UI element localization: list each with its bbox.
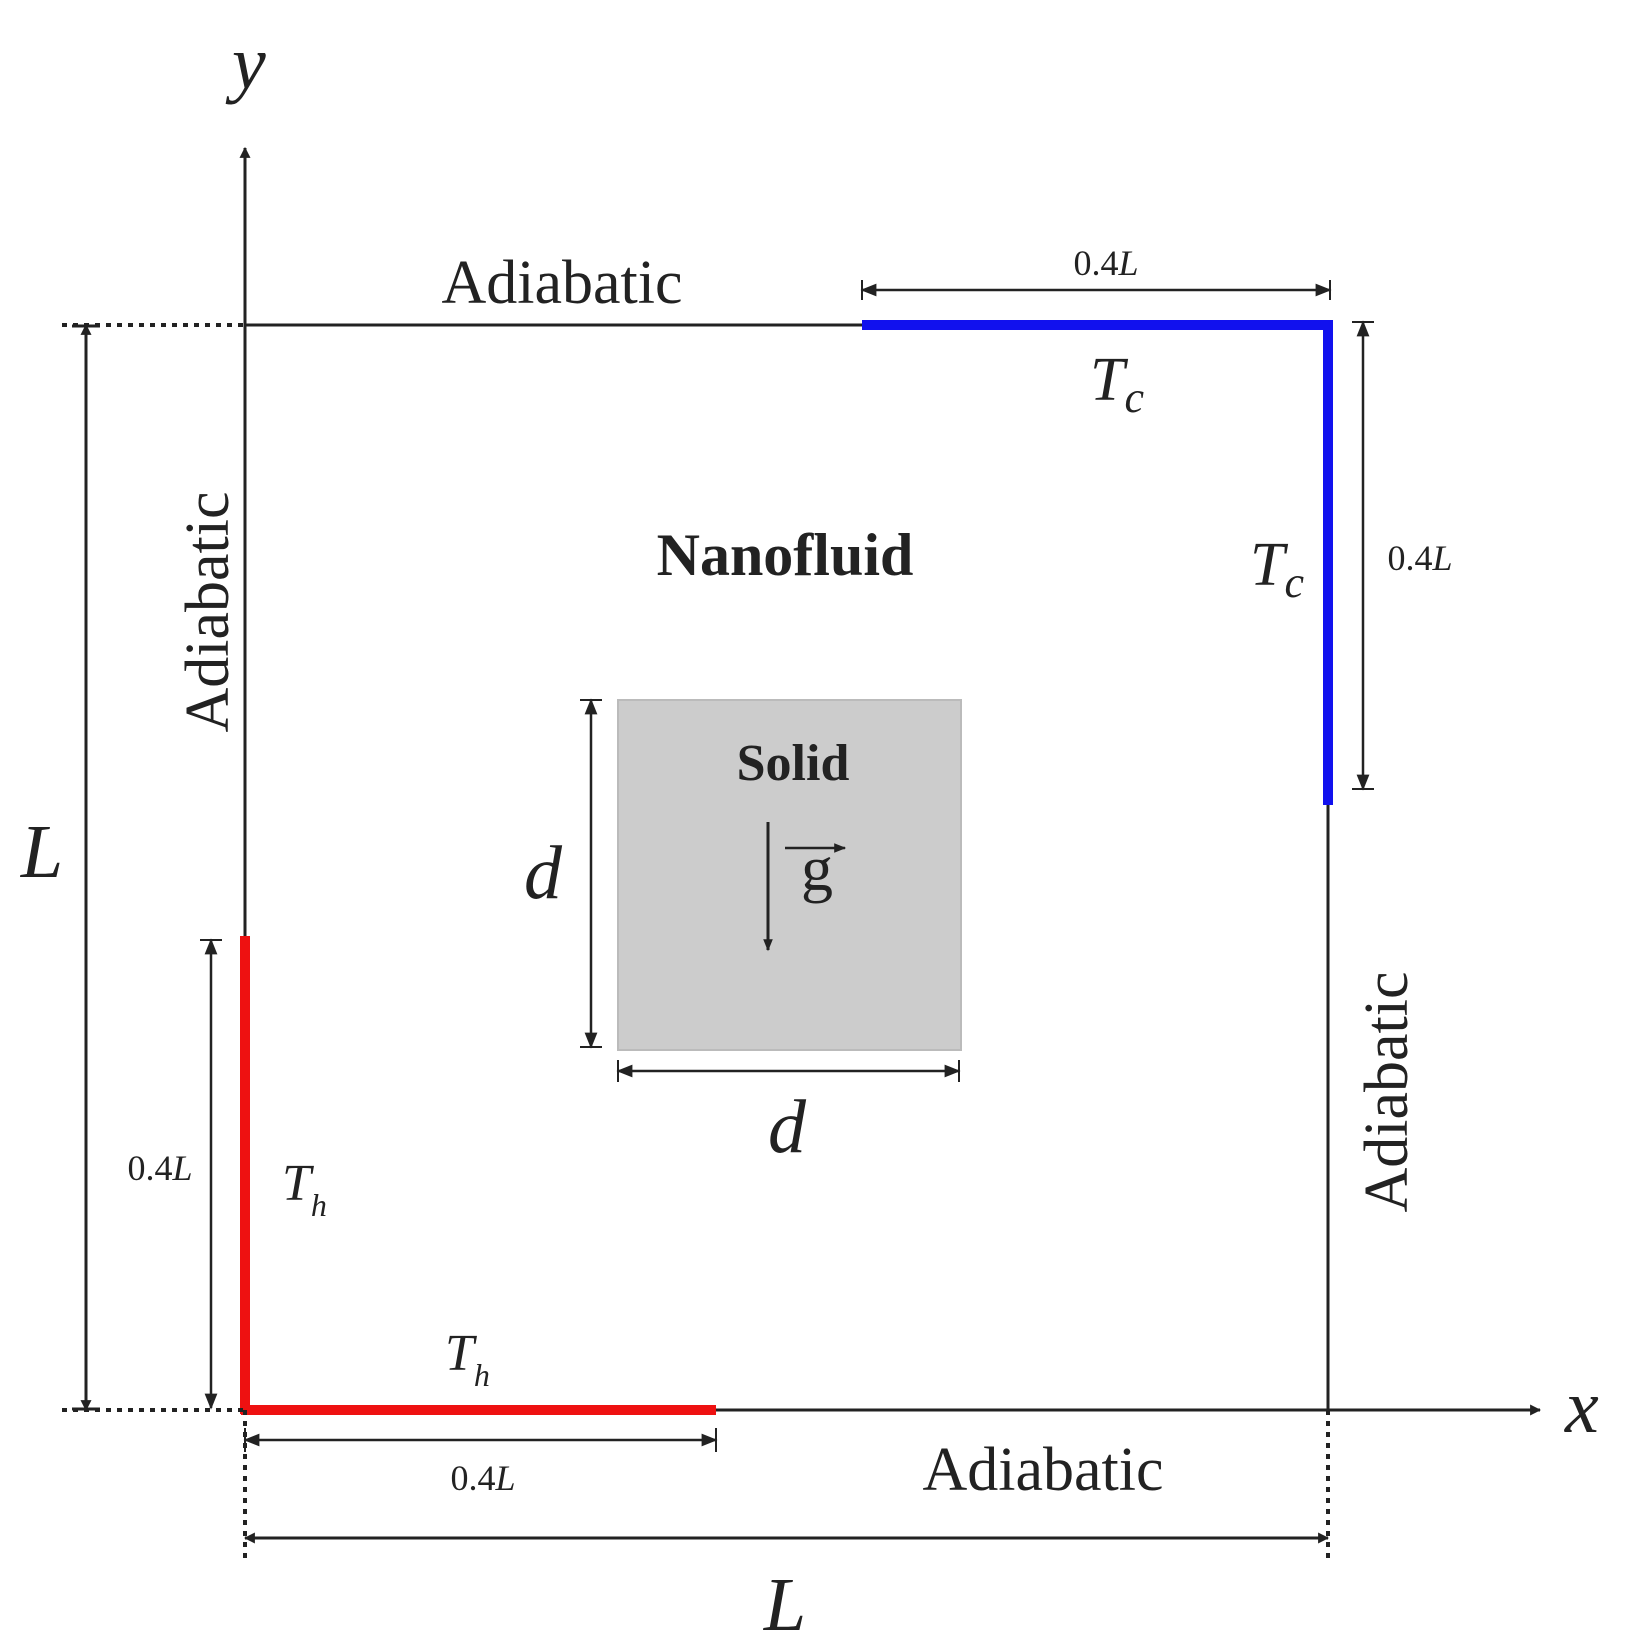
dim-cavity-width-label: L (763, 1563, 806, 1647)
dim-solid-width-label: d (768, 1085, 807, 1169)
right-boundary-label: Adiabatic (1353, 971, 1421, 1212)
hot-bottom-temp-label: Th (445, 1325, 490, 1393)
cold-top-temp-label: Tc (1090, 346, 1144, 422)
dim-cavity-height-label: L (20, 810, 63, 894)
nanofluid-label: Nanofluid (657, 522, 914, 588)
hot-left-temp-label: Th (282, 1155, 327, 1223)
dim-solid-width: d (616, 1060, 961, 1169)
dim-solid-height: d (524, 698, 602, 1049)
dim-hot-left-label: 0.4L (127, 1148, 192, 1188)
x-axis-label: x (1564, 1365, 1599, 1449)
solid-block: Solid g (617, 699, 962, 1051)
left-boundary-label: Adiabatic (174, 491, 242, 732)
dim-cold-top: 0.4L (860, 243, 1332, 300)
dim-solid-height-label: d (524, 831, 563, 915)
bottom-boundary-label: Adiabatic (922, 1436, 1163, 1504)
dim-cold-right: 0.4L (1352, 320, 1453, 791)
top-boundary-label: Adiabatic (441, 249, 682, 317)
solid-label: Solid (737, 735, 850, 792)
solid-square (617, 699, 962, 1051)
dim-cavity-height: L (20, 323, 245, 1412)
dim-cold-top-label: 0.4L (1073, 243, 1138, 283)
cavity-walls (240, 320, 1333, 1415)
cold-right-temp-label: Tc (1250, 531, 1304, 607)
dim-cold-right-label: 0.4L (1387, 538, 1452, 578)
gravity-symbol: g (801, 833, 833, 904)
dim-cavity-width: L (243, 1410, 1330, 1647)
dim-hot-bottom-label: 0.4L (450, 1458, 515, 1498)
dim-hot-bottom: 0.4L (243, 1428, 718, 1498)
y-axis-label: y (225, 21, 266, 105)
dim-hot-left: 0.4L (127, 938, 222, 1410)
